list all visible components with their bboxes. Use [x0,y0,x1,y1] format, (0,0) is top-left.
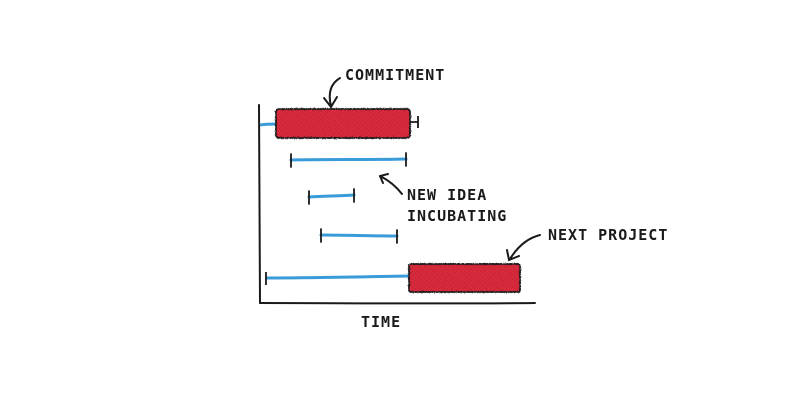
commitment-label: COMMITMENT [345,66,445,84]
idea-line-1 [289,152,408,168]
new-idea-arrow-icon [379,173,403,195]
commitment-tail [410,116,419,128]
new-idea-label-line1: NEW IDEA [407,186,487,204]
next-project-lead-line [265,274,411,280]
annotation-arrows [323,77,541,262]
idea-line-2 [307,188,356,205]
commitment-bar-group [259,108,419,139]
x-axis-label: TIME [361,313,401,331]
next-project-bar-group [265,263,521,293]
new-idea-label-line2: INCUBATING [407,207,507,225]
next-project-bar [408,263,521,293]
commitment-bar [275,108,411,139]
next-project-arrow-icon [506,234,541,262]
commitment-arrow-icon [323,77,341,109]
y-axis [258,104,261,304]
next-project-label: NEXT PROJECT [548,226,668,244]
axes [258,104,536,305]
idea-line-3 [319,228,399,244]
idea-lines [289,152,408,244]
